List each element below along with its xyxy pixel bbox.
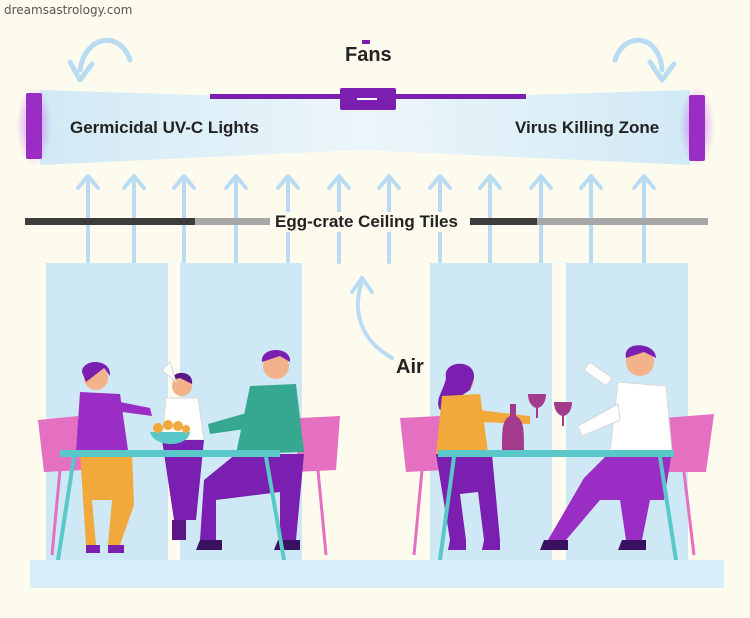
table bbox=[60, 450, 280, 457]
chair bbox=[400, 416, 446, 472]
floor bbox=[30, 560, 724, 588]
table bbox=[438, 450, 674, 457]
ceiling-fan bbox=[210, 40, 526, 110]
right-table-scene bbox=[400, 345, 714, 561]
uv-lights-label: Germicidal UV-C Lights bbox=[70, 118, 259, 137]
left-table-scene bbox=[38, 350, 340, 561]
uv-light-left bbox=[16, 86, 52, 166]
ceiling-tiles-label: Egg-crate Ceiling Tiles bbox=[271, 212, 462, 232]
virus-killing-zone bbox=[40, 90, 690, 165]
air-curve-arrow bbox=[350, 276, 394, 360]
virus-killing-zone-label: Virus Killing Zone bbox=[515, 118, 660, 137]
circulation-arrow-left bbox=[77, 37, 133, 73]
air-label: Air bbox=[396, 356, 424, 378]
circulation-arrow-right-head bbox=[647, 59, 677, 83]
circulation-arrow-left-head bbox=[67, 59, 95, 83]
circulation-arrow-right bbox=[612, 37, 665, 73]
uv-light-right bbox=[679, 86, 715, 166]
chair bbox=[660, 414, 714, 472]
watermark: dreamsastrology.com bbox=[4, 3, 133, 17]
chair bbox=[296, 416, 340, 472]
fans-label: Fans bbox=[345, 44, 392, 66]
ceiling-tiles bbox=[25, 218, 708, 225]
